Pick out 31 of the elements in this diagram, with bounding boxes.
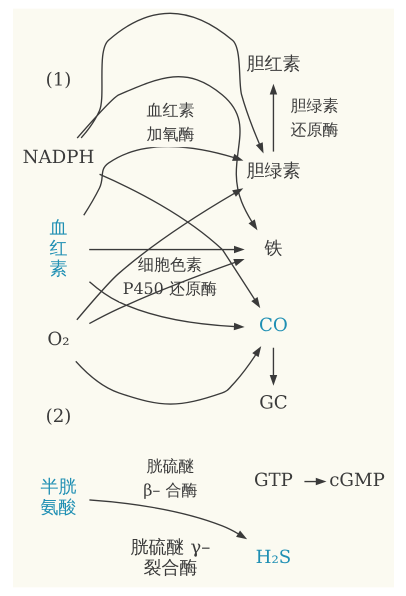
arrow — [269, 348, 277, 386]
arrow — [80, 12, 264, 154]
node-text: 胆绿素 — [246, 160, 300, 182]
arrow — [269, 84, 277, 152]
arrow — [76, 188, 243, 320]
node-text: GTP — [253, 470, 292, 491]
label: 胱硫醚 γ–裂合酶 — [130, 536, 210, 578]
edge-label: 血红素加氧酶 — [146, 100, 194, 144]
arrow — [88, 259, 244, 324]
arrow — [304, 478, 326, 486]
node-text: 半胱氨酸 — [40, 476, 76, 518]
node-text: CO — [258, 315, 288, 336]
arrow — [82, 146, 243, 216]
arrow — [88, 499, 247, 540]
node-text: O₂ — [46, 328, 70, 350]
node-text: H₂S — [255, 547, 291, 568]
node-text: NADPH — [22, 146, 94, 168]
label: (2) — [45, 406, 71, 428]
node-text: 胆红素 — [246, 54, 300, 75]
edge-label: 胱硫醚β– 合酶 — [142, 456, 197, 500]
arrow — [88, 281, 244, 330]
arrow — [74, 346, 261, 405]
arrow — [76, 76, 257, 230]
node-text: cGMP — [328, 470, 384, 491]
node-text: 铁 — [264, 238, 282, 259]
label: (1) — [45, 70, 71, 91]
node-text: 血红素 — [48, 217, 67, 280]
edge-label: 胆绿素还原酶 — [290, 96, 338, 139]
arrow — [88, 246, 244, 254]
arrow — [98, 174, 260, 308]
node-text: GC — [258, 392, 288, 414]
